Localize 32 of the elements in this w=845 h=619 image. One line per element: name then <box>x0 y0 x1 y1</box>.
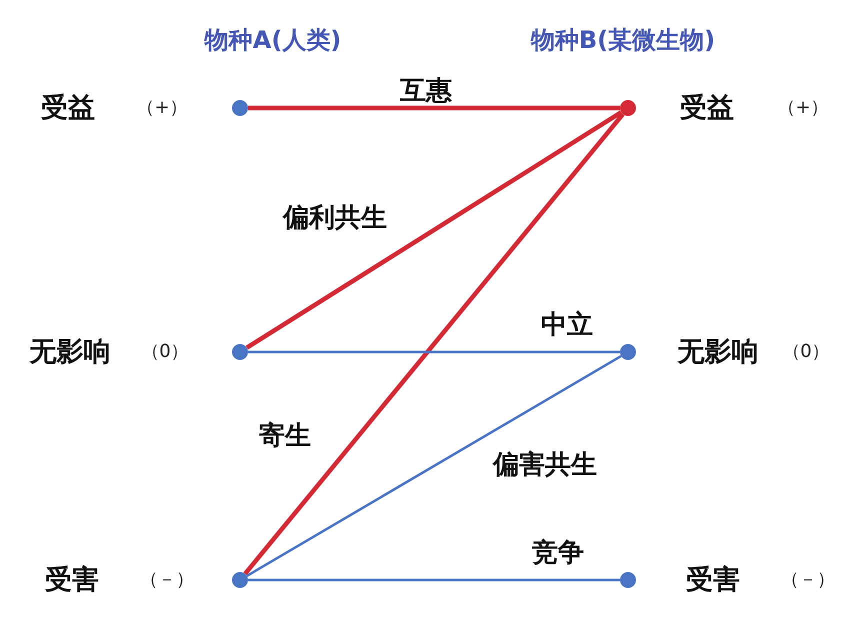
connector-line <box>248 106 620 110</box>
column-heading: 物种B(某微生物) <box>530 28 716 52</box>
effect-label: 受害 <box>45 566 99 594</box>
effect-label: 无影响 <box>678 338 758 366</box>
connector-line <box>248 578 620 582</box>
dot <box>232 572 248 588</box>
effect-label: 无影响 <box>30 338 110 366</box>
dot <box>620 344 636 360</box>
connector-line <box>246 355 622 577</box>
sign-label: （+） <box>777 99 829 117</box>
dot <box>620 100 636 116</box>
sign-label: （－） <box>781 571 835 589</box>
sign-label: （0） <box>141 343 189 361</box>
edge-label: 互惠 <box>400 78 452 104</box>
effect-label: 受害 <box>686 566 740 594</box>
effect-label: 受益 <box>41 94 95 122</box>
dot <box>620 572 636 588</box>
connector-line <box>243 112 625 576</box>
edge-label: 中立 <box>541 312 593 338</box>
sign-label: （+） <box>136 99 188 117</box>
dot <box>232 100 248 116</box>
edge-label: 竞争 <box>532 540 584 566</box>
edge-label: 偏害共生 <box>493 452 597 478</box>
sign-label: （0） <box>782 343 830 361</box>
dot <box>232 344 248 360</box>
column-heading: 物种A(人类) <box>204 28 342 52</box>
connector-line <box>248 350 620 354</box>
sign-label: （－） <box>140 571 194 589</box>
edge-label: 寄生 <box>259 423 311 449</box>
effect-label: 受益 <box>680 94 734 122</box>
edge-label: 偏利共生 <box>283 205 387 231</box>
connector-line <box>246 110 622 350</box>
